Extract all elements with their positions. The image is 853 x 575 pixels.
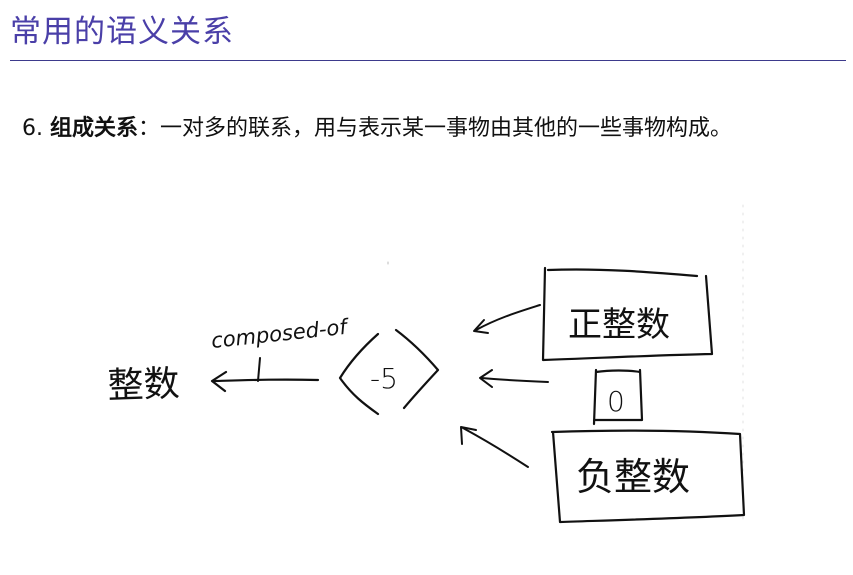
center-diamond (338, 328, 440, 416)
arrow-from-positive (475, 304, 541, 331)
item-number: 6. (22, 116, 43, 141)
arrow-from-zero (481, 377, 549, 383)
relation-term: 组成关系 (50, 116, 139, 141)
negative-box (550, 429, 746, 524)
arrowhead-from-zero (479, 369, 493, 388)
body-paragraph: 6. 组成关系：一对多的联系，用与表示某一事物由其他的一些事物构成。 (22, 112, 834, 145)
slide-title: 常用的语义关系 (10, 14, 234, 50)
arrowhead-from-negative (460, 426, 477, 445)
composed-of-arrowhead (210, 370, 228, 393)
part-label-positive: 正整数 (568, 305, 670, 345)
positive-box (541, 266, 714, 362)
title-divider (10, 60, 846, 61)
part-label-negative: 负整数 (576, 455, 690, 499)
arrowhead-from-positive (473, 319, 489, 334)
relation-description: ：一对多的联系，用与表示某一事物由其他的一些事物构成。 (138, 116, 733, 141)
composed-of-arrow (212, 378, 320, 383)
center-node-label: -5 (370, 362, 398, 395)
zero-box (592, 368, 644, 426)
composed-of-tick (257, 357, 261, 382)
arrow-from-negative (462, 427, 529, 468)
whole-node-label: 整数 (107, 364, 180, 407)
relation-label: composed-of (210, 315, 351, 353)
part-label-zero: 0 (607, 385, 625, 418)
